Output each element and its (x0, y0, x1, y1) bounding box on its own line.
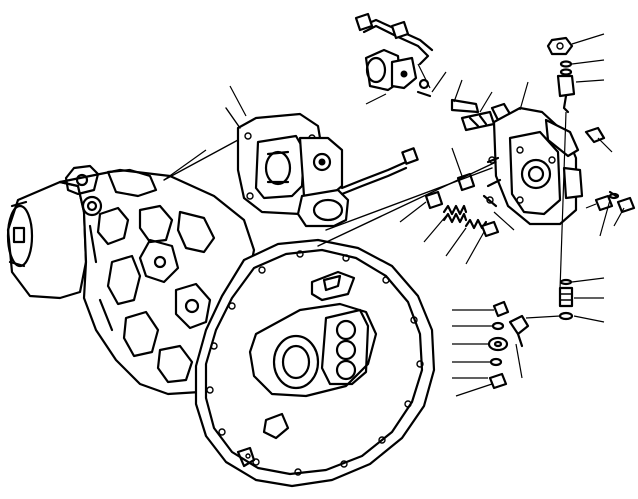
pump-control-valve (225, 107, 419, 228)
hardware-middle (424, 172, 500, 238)
callout-leaders (163, 33, 625, 397)
pc-valve (486, 106, 584, 226)
hardware-right (546, 36, 636, 321)
flywheel-housing-flange (194, 238, 436, 488)
assembly-lines (163, 139, 497, 247)
solenoid-valve (354, 12, 434, 98)
fittings-upper (450, 98, 512, 132)
hardware-lower (487, 300, 561, 390)
